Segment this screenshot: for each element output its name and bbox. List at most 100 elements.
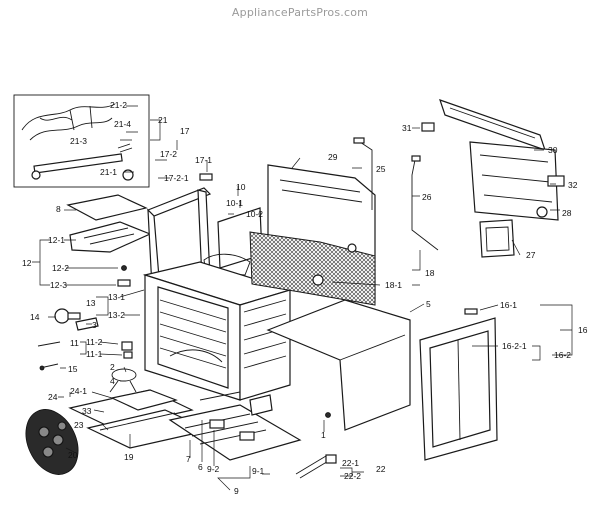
callout-33: 33	[82, 406, 92, 416]
probe-26	[411, 159, 439, 251]
wire-harness-drops	[69, 105, 93, 131]
callout-24-1: 24-1	[70, 386, 87, 396]
harness-inset-box	[13, 94, 150, 188]
top-rail-slot	[449, 107, 536, 139]
door-divider	[457, 339, 461, 441]
back-panel-hole	[536, 206, 548, 218]
callout-22-2: 22-2	[344, 471, 361, 481]
harness-plug	[117, 143, 133, 153]
callout-11: 11	[70, 338, 79, 348]
clip-31	[421, 122, 435, 132]
callout-9-1: 9-1	[252, 466, 265, 476]
panel-23-rib	[99, 412, 176, 431]
callout-16-2: 16-2	[554, 350, 571, 360]
callout-10: 10	[236, 182, 246, 192]
callout-10-2: 10-2	[246, 209, 263, 219]
callout-32: 32	[568, 180, 578, 190]
door-hinge-16-1	[464, 308, 478, 315]
bracket-8	[66, 194, 148, 221]
knob-shaft	[67, 312, 81, 320]
part-17-1	[199, 173, 213, 181]
base-9	[168, 391, 302, 461]
callout-9-2: 9-2	[207, 464, 220, 474]
callout-21-2: 21-2	[110, 100, 127, 110]
site-watermark: AppliancePartsPros.com	[231, 6, 369, 19]
callout-5: 5	[426, 299, 431, 309]
callout-16-2-1: 16-2-1	[502, 341, 527, 351]
top-rail-30	[439, 99, 546, 151]
back-panel-ribs	[479, 154, 553, 203]
callout-13-1: 13-1	[108, 292, 125, 302]
callout-31: 31	[402, 123, 412, 133]
probe-26-cap	[411, 155, 421, 162]
callout-12-1: 12-1	[48, 235, 65, 245]
callout-20: 20	[68, 450, 78, 460]
side-ribs	[243, 299, 287, 369]
harness-bar	[33, 153, 123, 174]
part-11-2	[121, 341, 133, 351]
callout-12-3: 12-3	[50, 280, 67, 290]
callout-13-2: 13-2	[108, 310, 125, 320]
oven-cavity	[142, 261, 293, 401]
burner-hole-c	[42, 446, 54, 458]
callout-4: 4	[110, 376, 115, 386]
callout-28: 28	[562, 208, 572, 218]
insulation-mesh-18	[249, 231, 376, 306]
screw-12-2	[121, 265, 127, 271]
burner-hole-d	[57, 421, 67, 431]
burner-plate	[25, 409, 79, 475]
callout-15: 15	[68, 364, 78, 374]
callout-11-2: 11-2	[86, 337, 103, 347]
callout-22: 22	[376, 464, 386, 474]
cavity-opening	[157, 286, 229, 389]
wiring-harness-group	[13, 94, 150, 188]
callout-21-1: 21-1	[100, 167, 117, 177]
door-glass-16-2	[429, 330, 491, 448]
bracket-32	[547, 175, 565, 187]
callout-13: 13	[86, 298, 96, 308]
callout-26: 26	[422, 192, 432, 202]
outer-wrap-5	[266, 299, 411, 431]
burner-hole-a	[38, 426, 50, 438]
callout-24: 24	[48, 392, 58, 402]
callout-27: 27	[526, 250, 536, 260]
burner-plate-20	[25, 409, 79, 475]
callout-17-2-1: 17-2-1	[164, 173, 189, 183]
callout-16: 16	[578, 325, 588, 335]
callout-labels: 1 2 3 4 5 6 7 8 9 9-1 9-2 10 10-1 10-2 1…	[22, 100, 588, 496]
callout-21-3: 21-3	[70, 136, 87, 146]
callout-10-1: 10-1	[226, 198, 243, 208]
burner-hole-b	[52, 434, 64, 446]
callout-12: 12	[22, 258, 32, 268]
callout-30: 30	[548, 145, 558, 155]
wrap-5-edge	[339, 334, 406, 361]
callout-7: 7	[186, 454, 191, 464]
callout-19: 19	[124, 452, 134, 462]
base-part-a	[209, 419, 225, 429]
screw-1	[325, 412, 331, 418]
callout-21: 21	[158, 115, 168, 125]
rear-panel-ribs	[279, 179, 363, 203]
bracket-12-lines	[83, 227, 135, 245]
rod-25	[359, 141, 373, 210]
part-12-3	[117, 279, 131, 287]
callout-18-1: 18-1	[385, 280, 402, 290]
part-7	[199, 391, 241, 401]
callout-1: 1	[321, 430, 326, 440]
fan-hole-18-1	[312, 274, 324, 286]
rod-22-cap	[325, 454, 337, 464]
callout-9: 9	[234, 486, 239, 496]
callout-29: 29	[328, 152, 338, 162]
callout-17-2: 17-2	[160, 149, 177, 159]
element-2-legs	[109, 380, 137, 393]
callout-12-2: 12-2	[52, 263, 69, 273]
rod-25-cap	[353, 137, 365, 144]
knob-14	[54, 308, 70, 324]
clip-11-lead	[37, 341, 61, 347]
callout-16-1: 16-1	[500, 300, 517, 310]
callout-23: 23	[74, 420, 84, 430]
rear-panel-29	[249, 164, 376, 306]
element-2	[111, 368, 137, 382]
callout-22-1: 22-1	[342, 458, 359, 468]
callout-21-4: 21-4	[114, 119, 131, 129]
